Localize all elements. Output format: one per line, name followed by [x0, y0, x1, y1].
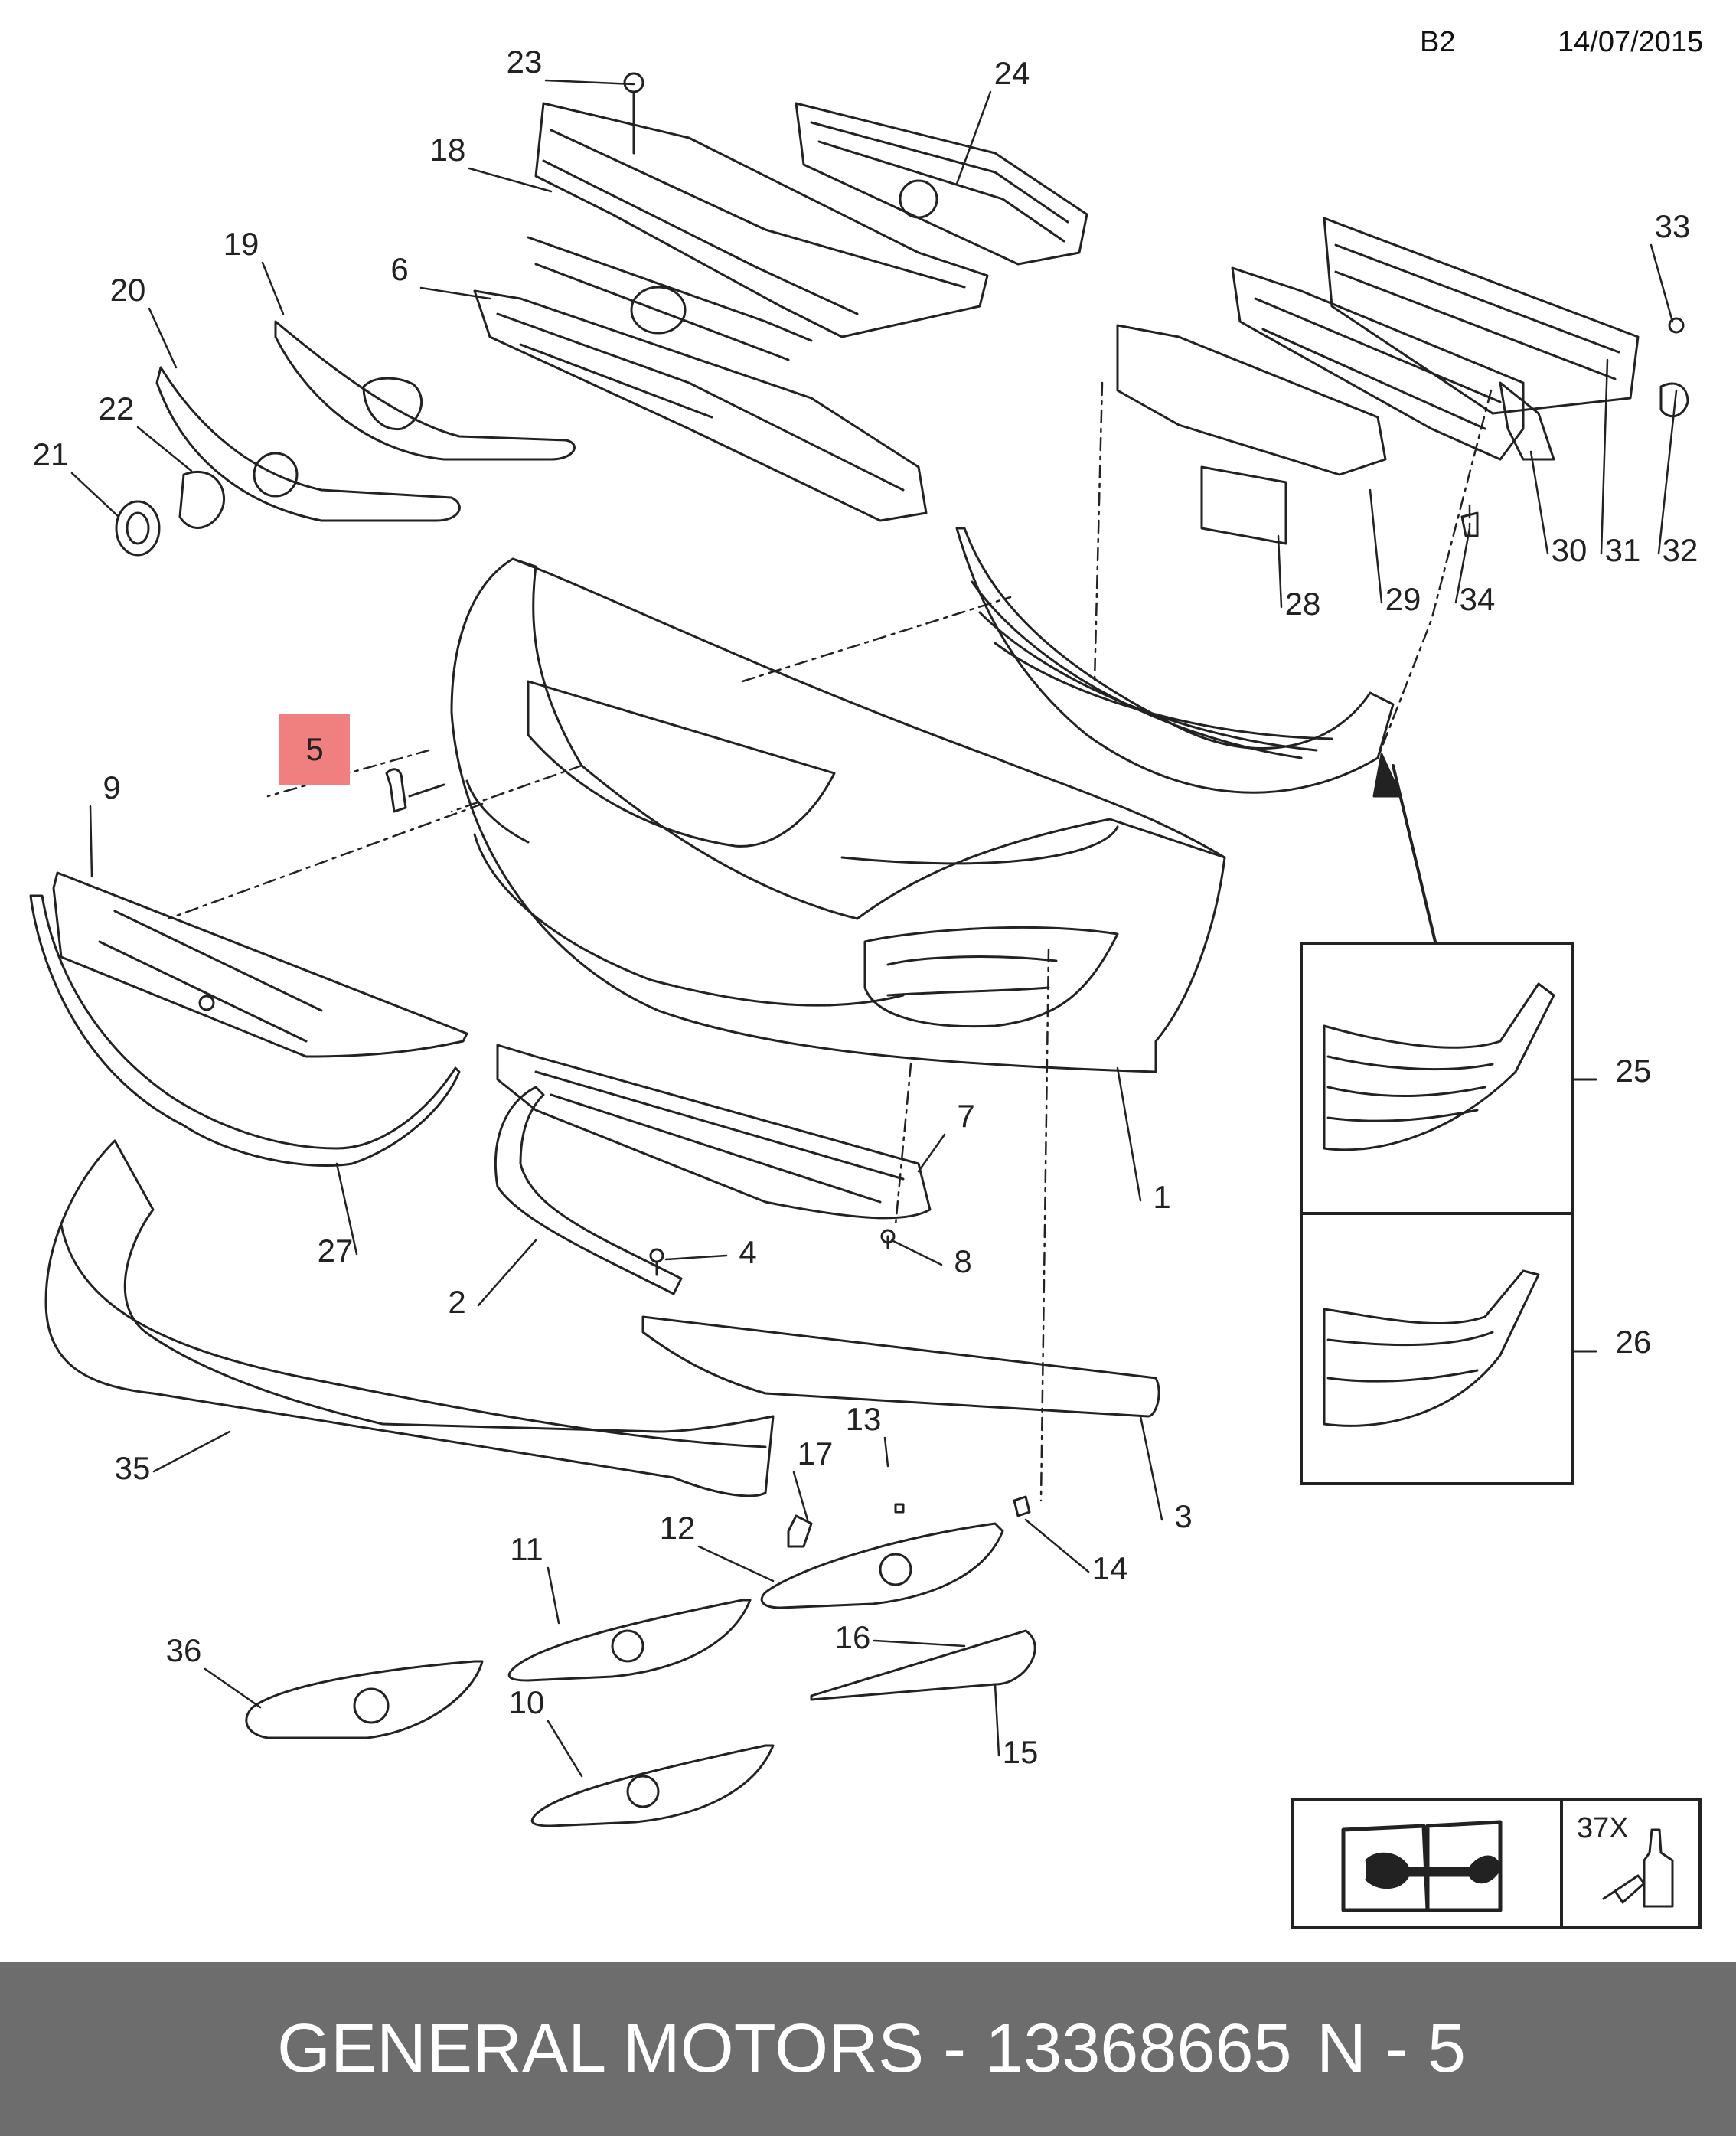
callout-leader-6 [419, 286, 491, 300]
quantity-label: 37X [1577, 1812, 1629, 1844]
callout-label-6: 6 [390, 251, 408, 287]
book-wrench-icon [1341, 1820, 1503, 1912]
callout-label-13: 13 [846, 1401, 882, 1437]
callout-label-26: 26 [1616, 1324, 1652, 1360]
lower-left-parts [29, 871, 1160, 1497]
callout-label-22: 22 [99, 390, 135, 426]
callout-label-10: 10 [509, 1684, 545, 1720]
dashed-lines [167, 381, 1493, 1502]
callout-label-33: 33 [1655, 208, 1691, 244]
callout-leader-32 [1657, 389, 1678, 555]
callout-leader-14 [1024, 1518, 1090, 1573]
callout-leader-10 [547, 1720, 583, 1778]
callout-label-32: 32 [1663, 532, 1698, 568]
callout-leader-27 [335, 1162, 358, 1256]
callout-label-28: 28 [1285, 586, 1321, 622]
callout-leader-4 [664, 1254, 728, 1261]
callout-label-20: 20 [110, 272, 146, 308]
callout-leader-3 [1139, 1415, 1163, 1521]
part-5-leader [408, 783, 445, 798]
callout-leader-34 [1454, 527, 1471, 604]
callout-leaders [70, 79, 1678, 1778]
callout-label-17: 17 [798, 1435, 834, 1471]
callout-label-3: 3 [1174, 1498, 1192, 1534]
callout-label-2: 2 [448, 1284, 465, 1320]
callout-label-16: 16 [835, 1619, 871, 1655]
callout-label-30: 30 [1552, 532, 1588, 568]
upper-grille-parts [115, 72, 1088, 557]
callout-label-21: 21 [33, 436, 69, 472]
callout-label-23: 23 [507, 44, 543, 80]
callout-leader-31 [1600, 358, 1609, 555]
callout-leader-29 [1369, 488, 1383, 604]
callout-leader-16 [873, 1639, 966, 1648]
callout-leader-19 [261, 261, 285, 315]
sheet-code: B2 [1420, 26, 1456, 58]
callout-leader-2 [477, 1239, 537, 1307]
callout-label-7: 7 [957, 1098, 974, 1134]
callout-label-19: 19 [224, 226, 259, 262]
callout-leader-7 [917, 1133, 946, 1173]
callout-label-9: 9 [103, 769, 120, 805]
callout-label-31: 31 [1605, 532, 1641, 568]
part-number-line: GENERAL MOTORS - 13368665 [277, 2010, 1292, 2087]
callout-leader-24 [955, 90, 992, 185]
callout-leader-15 [994, 1683, 1000, 1757]
callout-label-35: 35 [115, 1450, 151, 1486]
callout-leader-11 [547, 1566, 560, 1625]
callout-label-15: 15 [1003, 1734, 1039, 1770]
callout-label-14: 14 [1092, 1550, 1128, 1586]
callout-leader-18 [468, 167, 553, 193]
callout-label-5: 5 [305, 731, 323, 767]
lower-grille [955, 527, 1437, 943]
callout-label-18: 18 [430, 132, 466, 168]
callout-label-24: 24 [994, 55, 1030, 91]
callout-leader-9 [89, 805, 93, 878]
bumper-cover [450, 557, 1226, 1073]
callout-leader-28 [1277, 534, 1283, 609]
callout-label-8: 8 [954, 1243, 971, 1279]
callout-leader-21 [70, 472, 120, 518]
callout-leader-13 [883, 1436, 889, 1468]
callout-leader-30 [1529, 450, 1549, 555]
callout-leader-22 [136, 426, 193, 472]
callout-label-27: 27 [318, 1233, 354, 1269]
footer-bar: GENERAL MOTORS - 13368665 N - 5 [0, 1962, 1736, 2136]
sealant-bottle-icon [1602, 1828, 1674, 1908]
manual-box: 37X [1291, 1798, 1702, 1929]
part-5-shape [385, 768, 407, 813]
callout-label-11: 11 [510, 1531, 543, 1567]
highlight-box [279, 714, 350, 785]
callout-leader-35 [152, 1430, 231, 1473]
position-label: N - 5 [1317, 2010, 1467, 2087]
sheet-date: 14/07/2015 [1558, 26, 1704, 58]
callout-label-25: 25 [1616, 1053, 1652, 1089]
callout-label-1: 1 [1153, 1179, 1170, 1215]
callout-leader-20 [148, 307, 178, 369]
callout-leader-1 [1116, 1066, 1142, 1202]
callout-leader-12 [697, 1545, 775, 1582]
callout-leader-36 [204, 1667, 262, 1709]
detail-panel [1300, 942, 1597, 1485]
callout-leader-33 [1650, 243, 1674, 323]
callout-label-34: 34 [1460, 581, 1496, 617]
callout-label-29: 29 [1385, 581, 1421, 617]
callout-leader-23 [544, 79, 635, 86]
callout-leader-8 [890, 1239, 943, 1266]
shutter-parts [1116, 217, 1689, 545]
callout-label-12: 12 [660, 1510, 696, 1546]
callout-label-4: 4 [739, 1234, 756, 1270]
callout-label-36: 36 [166, 1632, 202, 1668]
fog-lamp-parts [245, 1495, 1036, 1827]
callout-leader-17 [792, 1471, 809, 1521]
